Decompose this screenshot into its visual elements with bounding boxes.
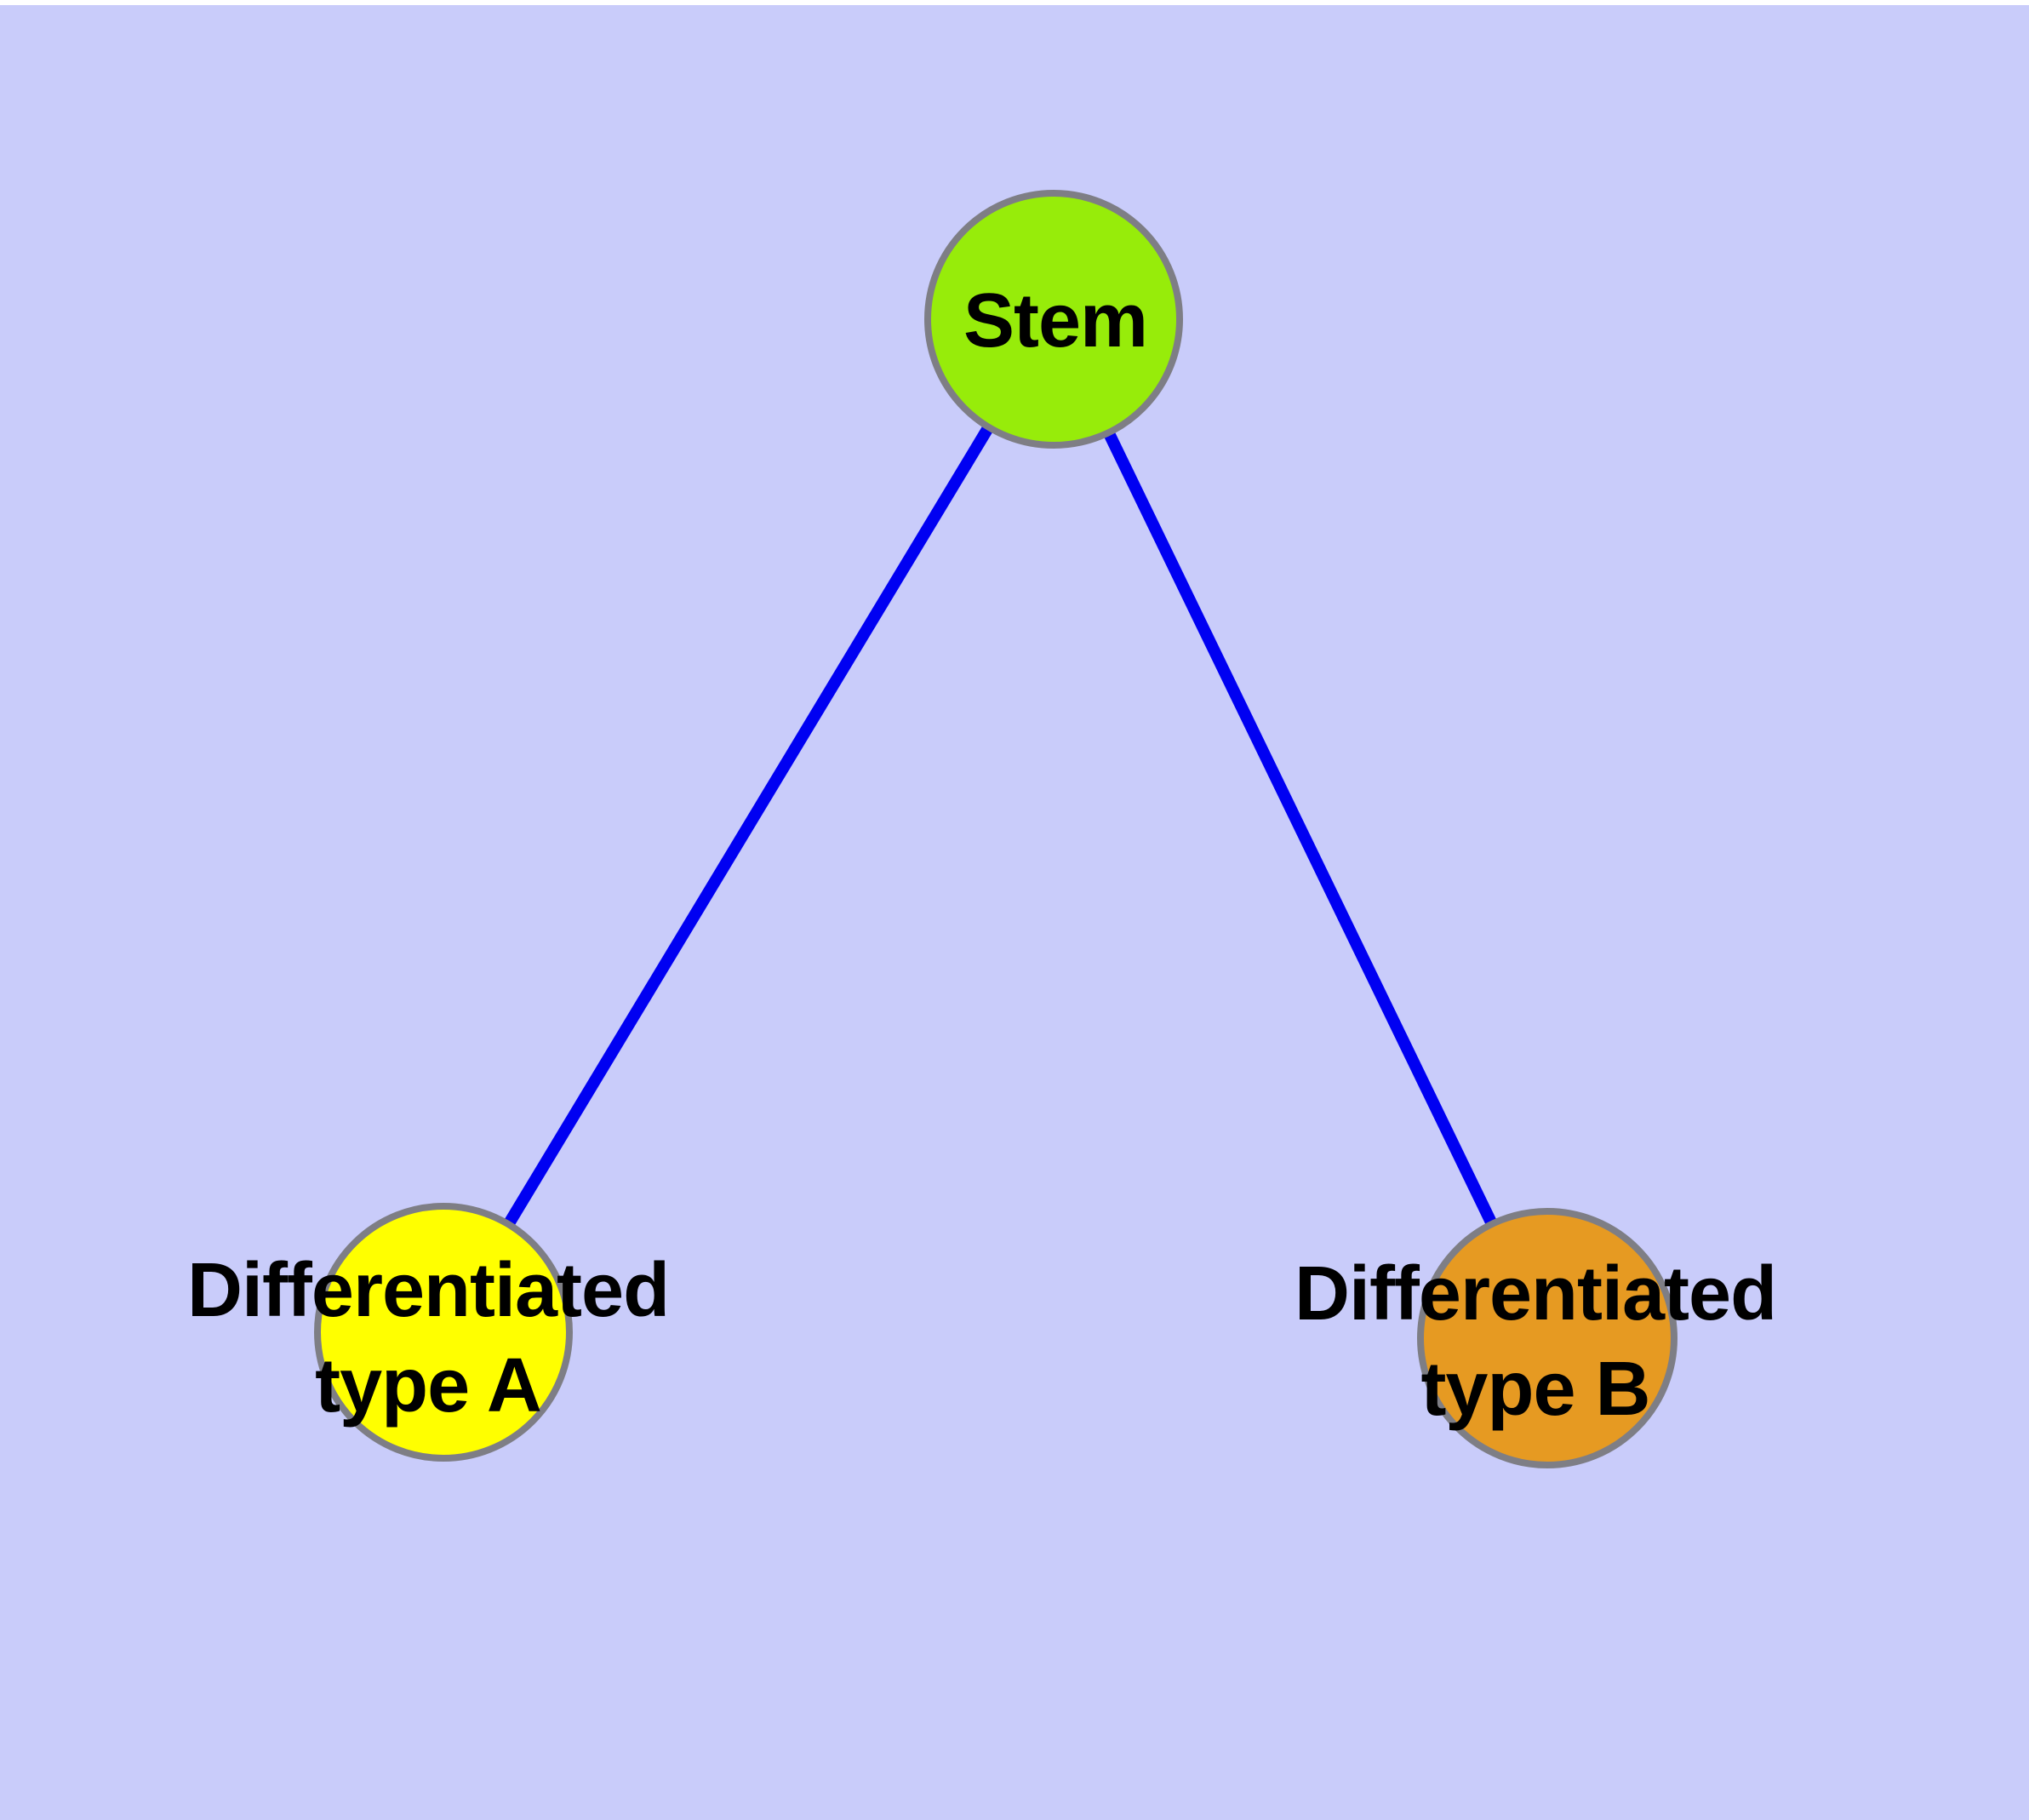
node-differentiated-type-b <box>1417 1208 1677 1468</box>
node-stem <box>924 190 1183 449</box>
node-stem-label: Stem <box>963 278 1148 363</box>
edge-stem-to-differentiated-type-b <box>1048 316 1553 1342</box>
node-differentiated-type-a <box>314 1203 573 1462</box>
node-differentiated-type-b-label: Differentiated type B <box>1294 1251 1777 1432</box>
edge-stem-to-differentiated-type-a <box>438 316 1059 1336</box>
top-white-strip <box>0 0 2029 5</box>
node-differentiated-type-a-label: Differentiated type A <box>186 1248 670 1428</box>
